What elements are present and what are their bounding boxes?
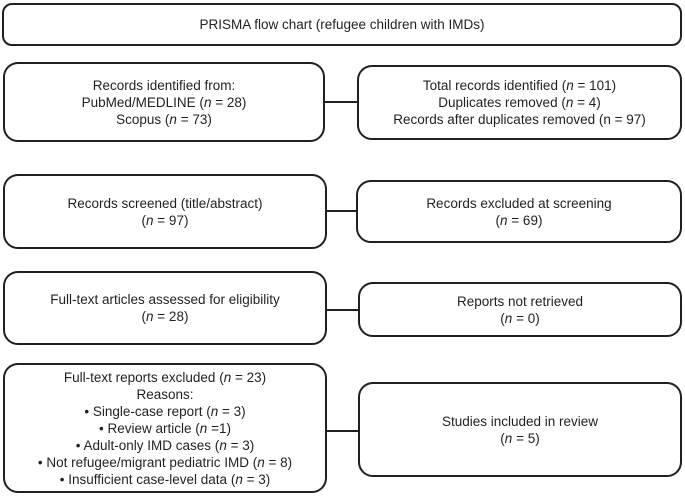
box-text-line: • Insufficient case-level data (n = 3)	[59, 471, 271, 487]
box-records-identified-from: Records identified from:PubMed/MEDLINE (…	[3, 62, 325, 142]
box-text-line: Records after duplicates removed (n = 97…	[393, 112, 646, 127]
box-text-line: Full-text articles assessed for eligibil…	[50, 292, 280, 307]
box-text-line: Reasons:	[136, 386, 194, 402]
connector-included	[327, 430, 358, 432]
box-text-line: Duplicates removed (n = 4)	[438, 95, 601, 110]
box-text-line: Scopus (n = 73)	[116, 111, 212, 127]
box-text-line: (n = 97)	[141, 212, 189, 228]
box-text-line: (n = 28)	[141, 309, 189, 324]
box-records-excluded-screening: Records excluded at screening(n = 69)	[356, 180, 682, 243]
box-text-line: Records identified from:	[92, 77, 236, 93]
box-fulltext-assessed: Full-text articles assessed for eligibil…	[3, 271, 327, 345]
box-studies-included: Studies included in review(n = 5)	[358, 382, 682, 477]
box-text-line: Records screened (title/abstract)	[67, 195, 263, 211]
box-text-line: PubMed/MEDLINE (n = 28)	[81, 94, 247, 110]
box-text-line: • Not refugee/migrant pediatric IMD (n =…	[37, 454, 293, 470]
box-text-line: Records excluded at screening	[426, 195, 612, 211]
box-text-line: Studies included in review	[441, 413, 599, 429]
box-total-records-identified: Total records identified (n = 101) Duplic…	[357, 65, 682, 140]
box-text-line: PRISMA flow chart (refugee children with…	[199, 17, 485, 32]
box-text-line: • Review article (n =1)	[99, 420, 231, 436]
box-text-line: (n = 69)	[495, 212, 543, 228]
connector-identification	[325, 101, 357, 103]
box-text-line: (n = 5)	[500, 430, 540, 446]
box-fulltext-reports-excluded: Full-text reports excluded (n = 23)Reaso…	[3, 363, 327, 493]
box-text-line: • Adult-only IMD cases (n = 3)	[75, 437, 255, 453]
box-records-screened: Records screened (title/abstract)(n = 97…	[3, 174, 327, 249]
connector-eligibility	[327, 309, 358, 311]
box-text-line: Full-text reports excluded (n = 23)	[63, 369, 267, 385]
box-text-line: • Single-case report (n = 3)	[84, 403, 246, 419]
connector-screening	[327, 210, 356, 212]
title-box: PRISMA flow chart (refugee children with…	[2, 3, 682, 46]
box-text-line: (n = 0)	[500, 310, 540, 326]
box-text-line: Total records identified (n = 101)	[422, 78, 617, 93]
box-reports-not-retrieved: Reports not retrieved(n = 0)	[358, 282, 682, 337]
box-text-line: Reports not retrieved	[456, 293, 584, 309]
